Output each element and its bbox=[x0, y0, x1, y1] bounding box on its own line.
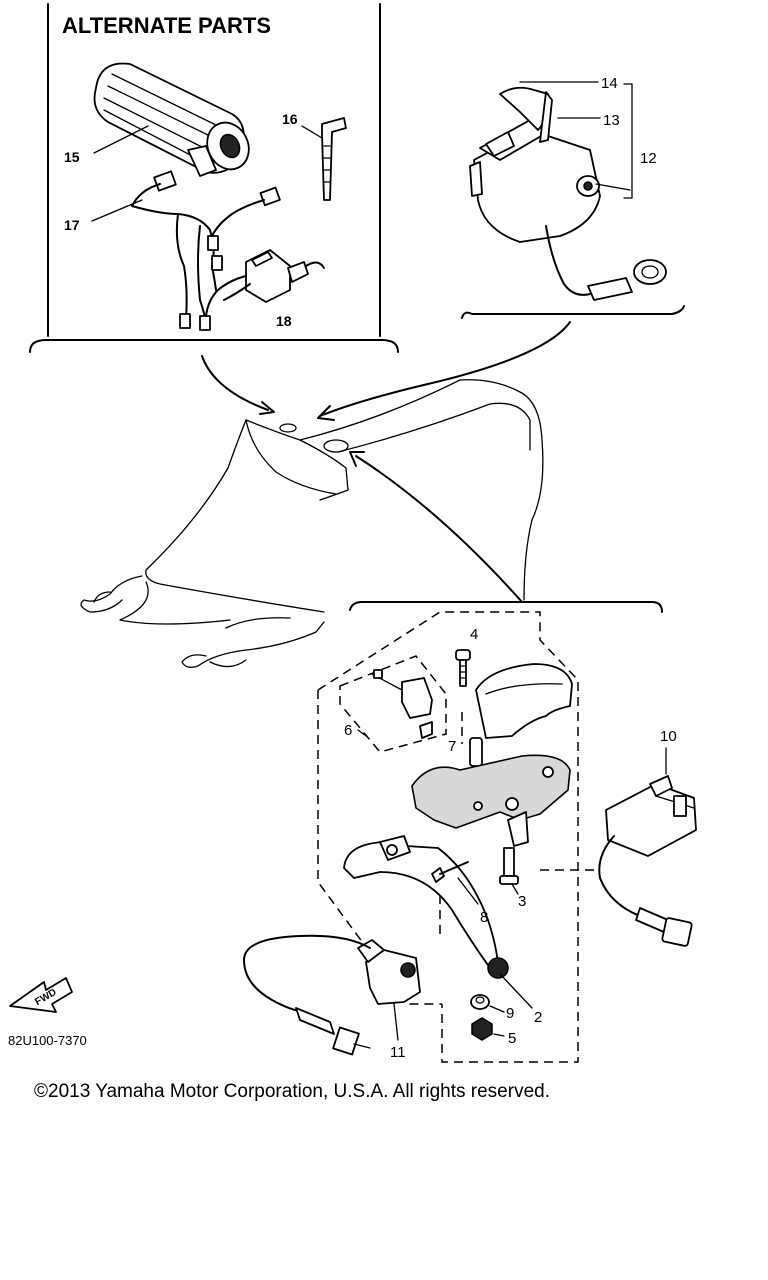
bolt-3-part bbox=[499, 847, 519, 885]
brake-switch-11-part bbox=[243, 934, 421, 1056]
callout-4: 4 bbox=[470, 626, 478, 643]
copyright-notice: ©2013 Yamaha Motor Corporation, U.S.A. A… bbox=[34, 1081, 550, 1102]
toggle-switch-part bbox=[205, 249, 325, 317]
washer-9-part bbox=[470, 994, 490, 1010]
screw-8-part bbox=[431, 861, 469, 883]
grip-part bbox=[93, 62, 250, 177]
callout-5: 5 bbox=[508, 1030, 516, 1047]
callout-11: 11 bbox=[390, 1044, 406, 1061]
lever-cover-part bbox=[475, 663, 573, 739]
snowmobile-outline bbox=[80, 379, 544, 668]
arrow-alternate-to-handlebar bbox=[201, 355, 269, 411]
lever-bracket-part bbox=[411, 754, 571, 847]
callout-12: 12 bbox=[640, 150, 657, 167]
arrow-housing-to-handlebar bbox=[319, 321, 571, 417]
callout-6: 6 bbox=[344, 722, 352, 739]
label-17: 17 bbox=[64, 217, 80, 233]
screw-4-part bbox=[455, 649, 471, 687]
switch-6-part bbox=[371, 669, 433, 739]
callout-14: 14 bbox=[601, 75, 618, 92]
callout-10: 10 bbox=[660, 728, 677, 745]
wire-harness-part bbox=[131, 170, 281, 331]
label-15: 15 bbox=[64, 149, 80, 165]
relay-10-part bbox=[598, 775, 697, 947]
leader-15 bbox=[93, 125, 149, 154]
label-18: 18 bbox=[276, 313, 292, 329]
callout-13: 13 bbox=[603, 112, 620, 129]
brake-lever-part bbox=[343, 835, 509, 979]
tie-strap-part bbox=[321, 117, 347, 201]
switch-housing-part bbox=[469, 86, 667, 301]
callout-8: 8 bbox=[480, 909, 488, 926]
lever-assembly-group: 4 6 7 bbox=[243, 601, 697, 1063]
nut-5-part bbox=[471, 1017, 493, 1041]
arrow-lever-to-handlebar bbox=[355, 455, 523, 603]
callout-7: 7 bbox=[448, 738, 456, 755]
diagram-code: 82U100-7370 bbox=[8, 1033, 87, 1048]
callout-9: 9 bbox=[506, 1005, 514, 1022]
alternate-parts-title: ALTERNATE PARTS bbox=[62, 13, 271, 38]
forward-arrow-icon: FWD bbox=[9, 977, 73, 1013]
label-16: 16 bbox=[282, 111, 298, 127]
alternate-parts-box: ALTERNATE PARTS 15 16 bbox=[29, 3, 399, 353]
callout-2: 2 bbox=[534, 1009, 542, 1026]
callout-3: 3 bbox=[518, 893, 526, 910]
switch-housing-group: 14 13 12 bbox=[461, 75, 685, 319]
